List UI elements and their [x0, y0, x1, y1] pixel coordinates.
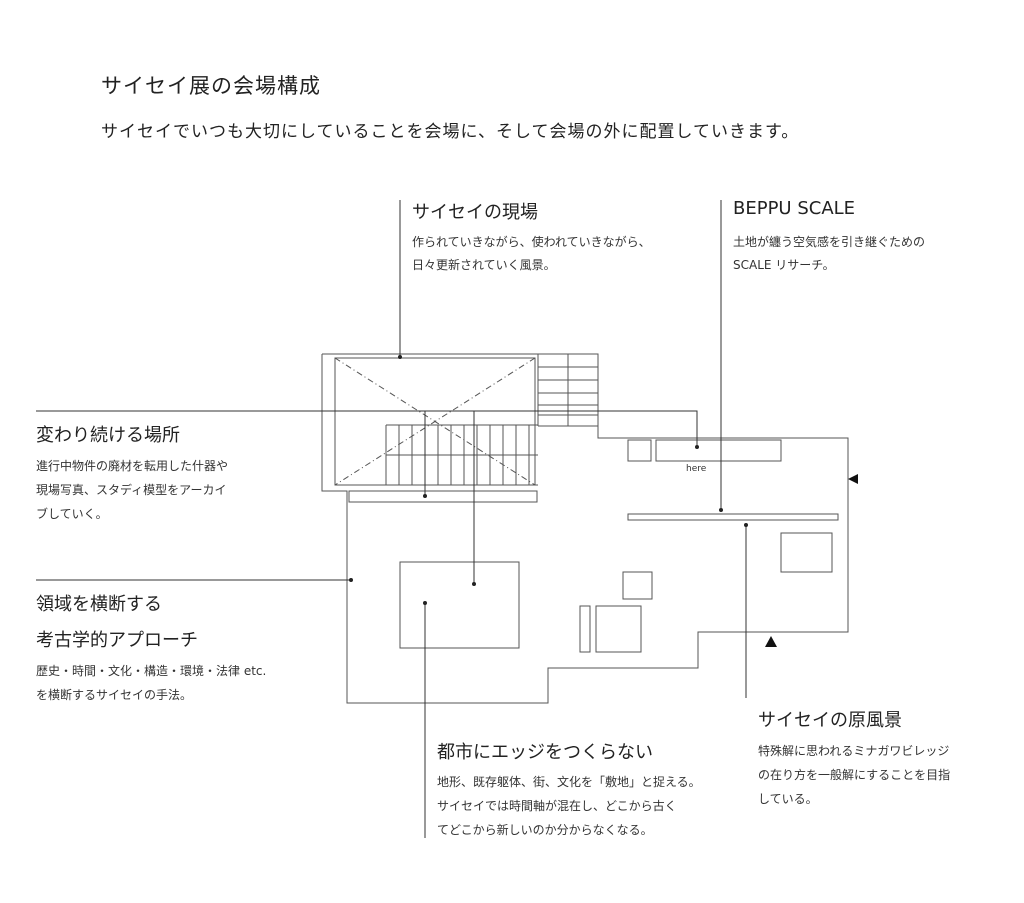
page-title: サイセイ展の会場構成	[101, 74, 321, 98]
annotation-text: 地形、既存躯体、街、文化を「敷地」と捉える。	[437, 775, 701, 789]
here-label: here	[686, 464, 707, 474]
box-small-b	[622, 571, 653, 600]
annotation-text: 土地が纏う空気感を引き継ぐための	[733, 235, 926, 249]
table-center	[399, 561, 520, 649]
page-subtitle: サイセイでいつも大切にしていることを会場に、そして会場の外に配置していきます。	[101, 122, 800, 142]
annotation-text: 歴史・時間・文化・構造・環境・法律 etc.	[36, 664, 267, 678]
annotation-text: 特殊解に思われるミナガワビレッジ	[758, 744, 950, 758]
annotation-text: している。	[758, 792, 818, 806]
annotation-text: 現場写真、スタディ模型をアーカイ	[36, 483, 227, 497]
bench-long	[348, 490, 538, 503]
entrance-arrow-up-icon	[765, 636, 777, 647]
annotation-text: 進行中物件の廃材を転用した什器や	[36, 459, 229, 473]
annotation-text: の在り方を一般解にすることを目指	[758, 768, 951, 782]
annotation-text: 作られていきながら、使われていきながら、	[412, 235, 651, 249]
annotation-text: サイセイでは時間軸が混在し、どこから古く	[437, 799, 677, 813]
shelf-narrow	[579, 605, 591, 653]
annotation-text: てどこから新しいのか分からなくなる。	[437, 823, 653, 837]
box-right	[780, 532, 833, 573]
entrance-arrow-left-icon	[848, 474, 858, 484]
annotation-text: SCALE リサーチ。	[733, 258, 835, 272]
long-shelf	[627, 513, 839, 521]
annotation-text: を横断するサイセイの手法。	[36, 688, 193, 702]
annotation-text: 日々更新されていく風景。	[412, 258, 556, 272]
leader-kawari	[36, 410, 698, 445]
display-here	[655, 439, 782, 462]
annotation-heading: 領域を横断する	[36, 594, 162, 615]
annotation-heading: サイセイの現場	[412, 202, 538, 223]
lower-stair	[385, 424, 538, 486]
annotation-text: ブしていく。	[36, 507, 108, 521]
venue-outline	[321, 353, 849, 704]
box-square	[595, 605, 642, 653]
annotation-heading: 都市にエッジをつくらない	[437, 742, 653, 763]
box-small-a	[627, 439, 652, 462]
annotation-heading-2: 考古学的アプローチ	[36, 630, 198, 651]
annotation-heading: 変わり続ける場所	[36, 425, 180, 446]
annotation-heading: サイセイの原風景	[758, 710, 902, 731]
annotation-heading: BEPPU SCALE	[733, 198, 856, 219]
